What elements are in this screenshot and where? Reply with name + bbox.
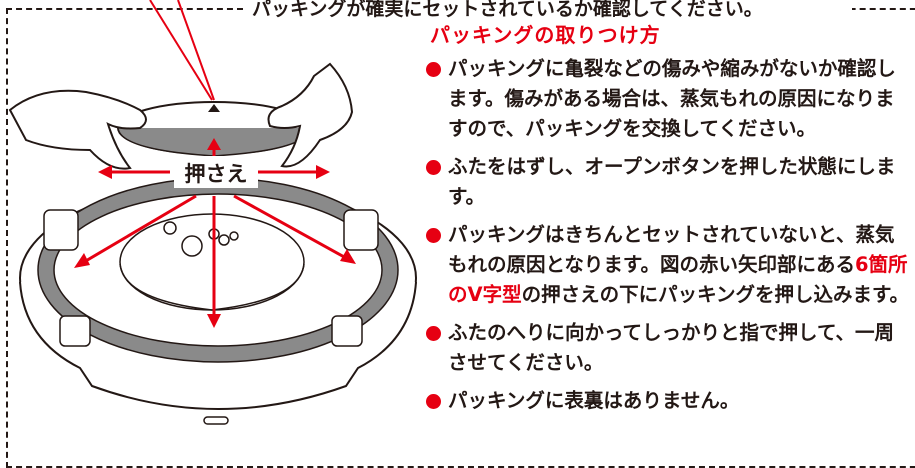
bullet-icon <box>426 62 441 77</box>
bottom-clip-right <box>331 315 363 347</box>
instruction-item: ふたをはずし、オープンボタンを押した状態にします。 <box>418 152 910 212</box>
instruction-text: パッキングに表裏はありません。 <box>448 389 740 412</box>
valve-dot-2 <box>218 234 230 246</box>
instruction-item: パッキングに亀裂などの傷みや縮みがないか確認します。傷みがある場合は、蒸気もれの… <box>418 54 910 144</box>
instruction-text: の押さえの下にパッキングを押し込みます。 <box>521 283 910 306</box>
lid-gasket-illustration: 押さえ <box>8 0 417 425</box>
inner-plate <box>119 213 305 311</box>
instruction-item: ふたのへりに向かってしっかりと指で押して、一周させてください。 <box>418 318 910 378</box>
instruction-text: ふたをはずし、オープンボタンを押した状態にします。 <box>448 155 896 208</box>
instruction-item: パッキングに表裏はありません。 <box>418 386 910 416</box>
red-arrows <box>74 138 356 328</box>
bullet-icon <box>426 394 441 409</box>
left-hand <box>8 89 147 170</box>
instruction-highlight: 6箇所のV字型 <box>448 253 908 306</box>
bullet-icon <box>426 326 441 341</box>
valve-dot-3 <box>229 231 239 241</box>
bullet-icon <box>426 160 441 175</box>
bullet-icon <box>426 228 441 243</box>
press-label: 押さえ <box>185 162 248 186</box>
instruction-text: パッキングに亀裂などの傷みや縮みがないか確認します。傷みがある場合は、蒸気もれの… <box>448 57 896 140</box>
callout-line-right <box>177 0 215 101</box>
callout-line-left <box>149 0 213 101</box>
handle-v-mark <box>208 104 220 112</box>
inner-plate-rim <box>119 263 305 311</box>
instructions-panel: パッキングの取りつけ方 パッキングに亀裂などの傷みや縮みがないか確認します。傷み… <box>418 20 910 424</box>
instruction-text: ふたのへりに向かってしっかりと指で押して、一周させてください。 <box>448 321 894 374</box>
press-label-bg <box>174 156 258 188</box>
side-clip-right <box>343 209 379 251</box>
right-hand <box>267 62 354 168</box>
side-clip-left <box>43 209 79 251</box>
section-title: パッキングの取りつけ方 <box>430 23 661 47</box>
top-note: パッキングが確実にセットされているか確認してください。 <box>246 0 852 21</box>
instruction-text: パッキングはきちんとセットされていないと、蒸気もれの原因となります。図の赤い矢印… <box>448 223 895 276</box>
valve-center <box>181 235 203 257</box>
lid-hinge-slot <box>203 416 229 425</box>
valve-small <box>163 221 177 235</box>
instruction-item: パッキングはきちんとセットされていないと、蒸気もれの原因となります。図の赤い矢印… <box>418 220 910 310</box>
bottom-clip-left <box>59 315 91 347</box>
